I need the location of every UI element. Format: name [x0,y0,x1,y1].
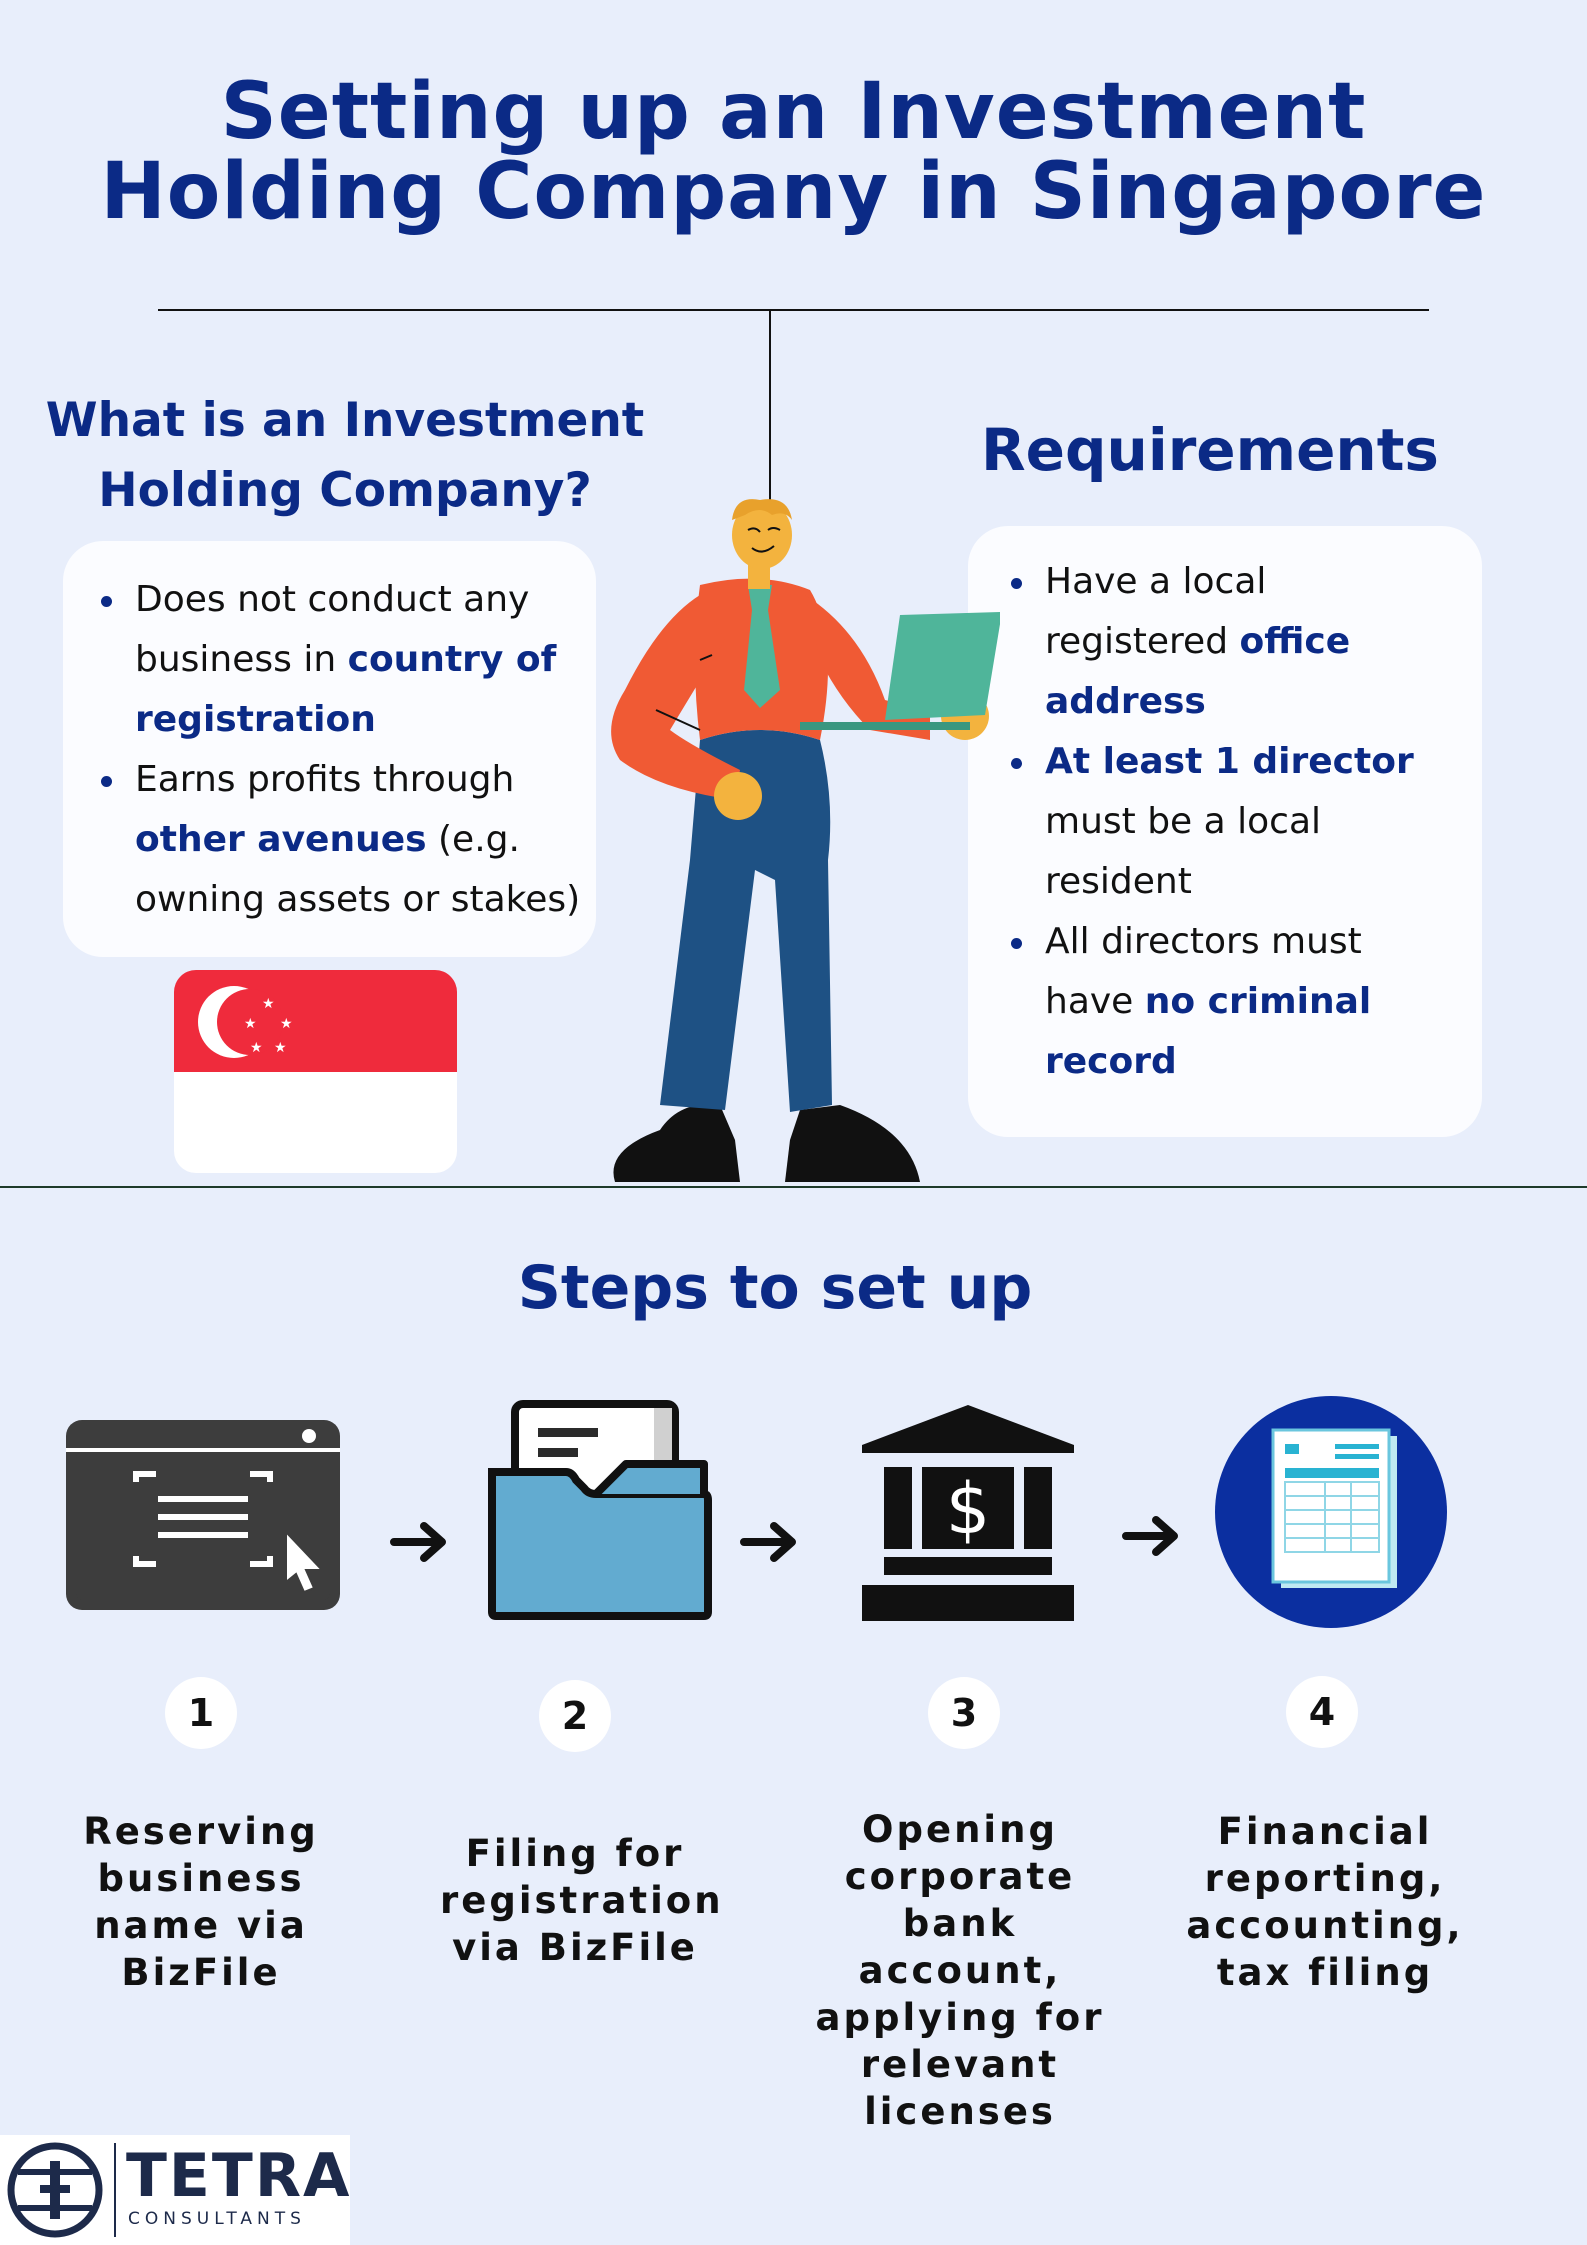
svg-text:★: ★ [244,1016,257,1032]
step-label: Reserving business name via BizFile [83,1810,319,1994]
page-title: Setting up an Investment Holding Company… [0,72,1587,232]
what-is-heading-line-2: Holding Company? [98,463,592,518]
hanging-line [769,310,771,510]
requirements-card: Have a local registered office address A… [968,526,1482,1137]
svg-text:★: ★ [250,1040,263,1056]
requirements-item-text: Have a local registered [1045,561,1267,662]
requirements-item-text: All directors must have [1045,921,1362,1022]
what-is-card: Does not conduct any business in country… [63,541,596,957]
top-divider [158,309,1429,311]
logo-divider [114,2143,116,2237]
requirements-item: At least 1 director must be a local resi… [993,732,1425,912]
businessman-illustration [611,499,1000,1182]
what-is-item: Does not conduct any business in country… [83,570,575,750]
what-is-item-text-end: (e.g. owning assets or stakes) [135,819,581,920]
tetra-logo: TETRA CONSULTANTS [0,2135,350,2245]
folder-icon [488,1400,712,1620]
logo-name: TETRA [126,2141,352,2211]
title-line-1: Setting up an Investment [220,67,1367,157]
singapore-flag-icon: ★ ★ ★ ★ ★ [174,970,457,1173]
arrow-right-icon [740,1522,796,1562]
requirements-item-highlight: office address [1045,621,1351,722]
step-label: Filing for registration via BizFile [440,1832,724,1969]
what-is-item-text: Earns profits through [135,759,515,800]
document-icon [1215,1396,1447,1628]
bank-icon: $ [862,1405,1074,1621]
what-is-item: Earns profits through other avenues (e.g… [83,750,595,930]
requirements-heading: Requirements [981,416,1439,484]
requirements-item-highlight: no criminal record [1045,981,1372,1082]
what-is-item-highlight: country of registration [135,639,557,740]
step-number: 1 [165,1677,237,1749]
steps-heading: Steps to set up [517,1253,1033,1323]
arrow-right-icon [1122,1516,1178,1556]
what-is-heading-line-1: What is an Investment [45,393,645,448]
what-is-heading: What is an Investment Holding Company? [0,386,690,526]
what-is-item-text: Does not conduct any business in [135,579,530,680]
tetra-logo-icon [7,2142,103,2238]
step-label: Financial reporting, accounting, tax fil… [1186,1810,1464,1994]
requirements-item: All directors must have no criminal reco… [993,912,1425,1092]
title-line-2: Holding Company in Singapore [100,147,1487,237]
step-number: 3 [928,1677,1000,1749]
requirements-item-text-end: must be a local resident [1045,801,1322,902]
step-label: Opening corporate bank account, applying… [815,1808,1105,2133]
svg-text:★: ★ [262,996,275,1012]
step-number: 2 [539,1680,611,1752]
svg-text:★: ★ [280,1016,293,1032]
logo-subtitle: CONSULTANTS [128,2209,306,2229]
svg-text:$: $ [946,1468,991,1550]
section-divider [0,1186,1587,1188]
arrow-right-icon [390,1522,446,1562]
requirements-item-highlight: At least 1 director [1045,741,1414,782]
browser-window-icon [66,1420,340,1610]
svg-text:★: ★ [274,1040,287,1056]
requirements-item: Have a local registered office address [993,552,1425,732]
what-is-item-highlight: other avenues [135,819,427,860]
step-number: 4 [1286,1676,1358,1748]
